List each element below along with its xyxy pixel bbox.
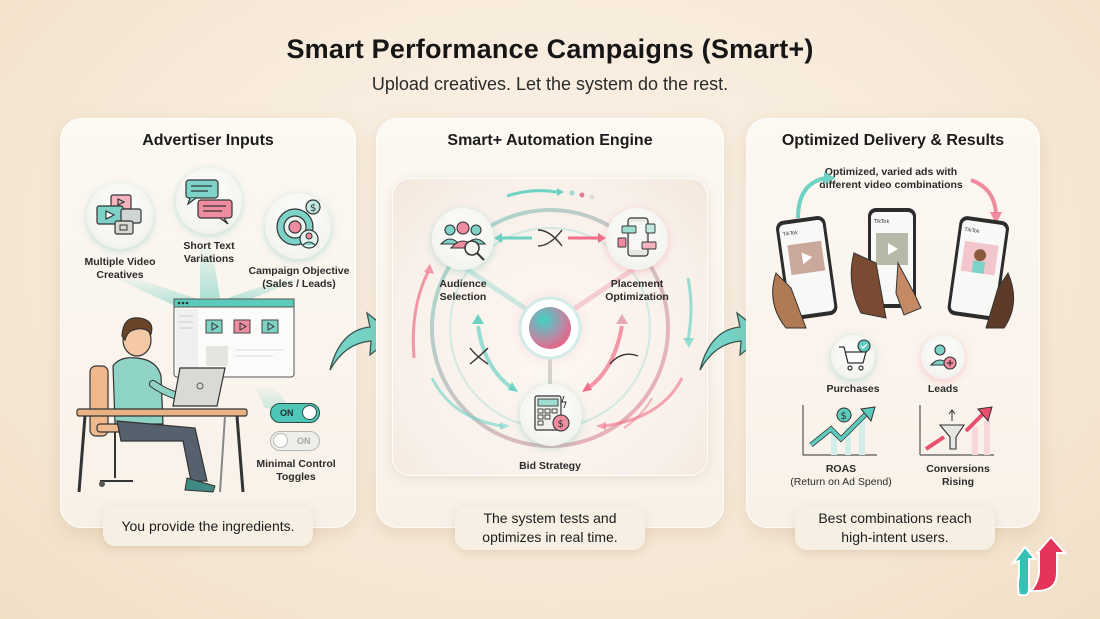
page-title: Smart Performance Campaigns (Smart+): [286, 34, 814, 64]
automation-engine-panel: Smart+ Automation Engine: [376, 118, 724, 528]
page-subtitle: Upload creatives. Let the system do the …: [371, 74, 729, 94]
caption-line: The system tests and: [483, 510, 617, 526]
leads-label: Leads: [927, 383, 959, 395]
phones-illustration: TikTok TikTok TikTok: [772, 208, 1015, 329]
route-icon: [609, 353, 639, 365]
label-line: Bid Strategy: [519, 460, 581, 472]
svg-text:TikTok: TikTok: [781, 230, 798, 238]
toggle-knob: [302, 405, 317, 420]
panel-title: Smart+ Automation Engine: [447, 132, 653, 149]
label-line: (Sales / Leads): [262, 278, 336, 290]
caption-text: The system tests and optimizes in real t…: [482, 509, 617, 547]
purchases-circle: [831, 335, 875, 379]
label-line: different video combinations: [819, 179, 963, 191]
cart-check-icon: [839, 339, 871, 371]
label-line: Placement: [610, 278, 664, 290]
bid-strategy-node: $: [520, 384, 582, 446]
label-line: Creatives: [96, 269, 144, 281]
leads-circle: [921, 335, 965, 379]
caption-text: You provide the ingredients.: [121, 517, 295, 534]
label-line: Optimization: [605, 291, 669, 303]
toggle-off[interactable]: ON: [270, 431, 320, 451]
label-line: Conversions: [926, 463, 990, 475]
core-orb: [529, 307, 571, 349]
caption-line: high-intent users.: [841, 529, 949, 545]
panel-title: Optimized Delivery & Results: [781, 132, 1005, 149]
calculator-dollar-icon: $: [534, 395, 570, 432]
advertiser-inputs-panel: Advertiser Inputs Multiple Video Creativ…: [60, 118, 356, 528]
video-creatives-circle: [87, 183, 153, 249]
toggle-label: ON: [280, 408, 294, 418]
engine-cycle-diagram: [411, 188, 694, 448]
inputs-caption: You provide the ingredients.: [103, 506, 313, 546]
label-line: Variations: [183, 253, 235, 265]
label-line: Multiple Video: [84, 256, 156, 268]
label-line: Minimal Control: [256, 458, 336, 470]
short-text-label: Short Text Variations: [159, 240, 259, 266]
caption-line: optimizes in real time.: [482, 529, 618, 545]
browser-window-illustration: [173, 298, 295, 378]
roas-label: ROAS (Return on Ad Spend): [781, 463, 901, 489]
target-icon: $: [276, 199, 321, 249]
label-line: (Return on Ad Spend): [790, 476, 892, 488]
results-caption: Best combinations reach high-intent user…: [795, 506, 995, 550]
caption-line: Best combinations reach: [818, 510, 972, 526]
label-line: Rising: [941, 476, 975, 488]
ads-note: Optimized, varied ads with different vid…: [806, 166, 976, 192]
engine-caption: The system tests and optimizes in real t…: [455, 506, 645, 550]
audience-selection-label: Audience Selection: [418, 278, 508, 304]
short-text-circle: [176, 168, 242, 234]
phone-placement-icon: [617, 217, 657, 257]
label-line: Optimized, varied ads with: [824, 166, 958, 178]
caption-text: Best combinations reach high-intent user…: [818, 509, 971, 547]
label-line: ROAS: [825, 463, 857, 475]
toggle-label: ON: [297, 436, 311, 446]
video-creatives-label: Multiple Video Creatives: [70, 256, 170, 282]
user-plus-icon: [929, 344, 957, 370]
toggles-label: Minimal Control Toggles: [248, 458, 344, 484]
chat-bubbles-icon: [185, 179, 233, 225]
funnel-rising-icon: [919, 405, 994, 456]
campaign-objective-circle: $: [265, 193, 331, 259]
svg-text:$: $: [841, 411, 847, 422]
person-at-laptop-illustration: [76, 317, 248, 493]
delivery-results-panel: Optimized Delivery & Results Optimized, …: [746, 118, 1040, 528]
svg-text:$: $: [310, 203, 316, 214]
campaign-objective-label: Campaign Objective (Sales / Leads): [243, 265, 355, 291]
label-line: Campaign Objective: [248, 265, 350, 277]
label-line: Audience: [439, 278, 487, 290]
brand-arrows-logo-icon: [1010, 535, 1068, 597]
label-line: Short Text: [183, 240, 235, 252]
shuffle-icon: [469, 347, 489, 365]
panel-title: Advertiser Inputs: [142, 132, 274, 149]
engine-diagram: Audience Selection Placement Optimizatio…: [392, 178, 708, 476]
purchases-label: Purchases: [826, 383, 880, 395]
video-stack-icon: [96, 194, 142, 235]
label-line: Toggles: [276, 471, 316, 483]
placement-optimization-node: [606, 208, 668, 270]
delivery-arrows: [796, 172, 1002, 224]
toggle-on[interactable]: ON: [270, 403, 320, 423]
placement-optimization-label: Placement Optimization: [592, 278, 682, 304]
svg-text:TikTok: TikTok: [873, 219, 889, 225]
svg-text:TikTok: TikTok: [963, 227, 980, 235]
roas-chart-icon: $: [802, 405, 877, 456]
phone-middle: TikTok: [850, 208, 922, 319]
conversions-label: Conversions Rising: [913, 463, 1003, 489]
phone-right: TikTok: [947, 216, 1009, 321]
svg-text:$: $: [558, 419, 564, 430]
shuffle-icon: [537, 229, 563, 247]
bid-strategy-label: Bid Strategy: [505, 460, 595, 473]
audience-search-icon: [439, 221, 487, 261]
toggle-knob: [273, 433, 288, 448]
label-line: Selection: [439, 291, 487, 303]
audience-selection-node: [432, 208, 494, 270]
